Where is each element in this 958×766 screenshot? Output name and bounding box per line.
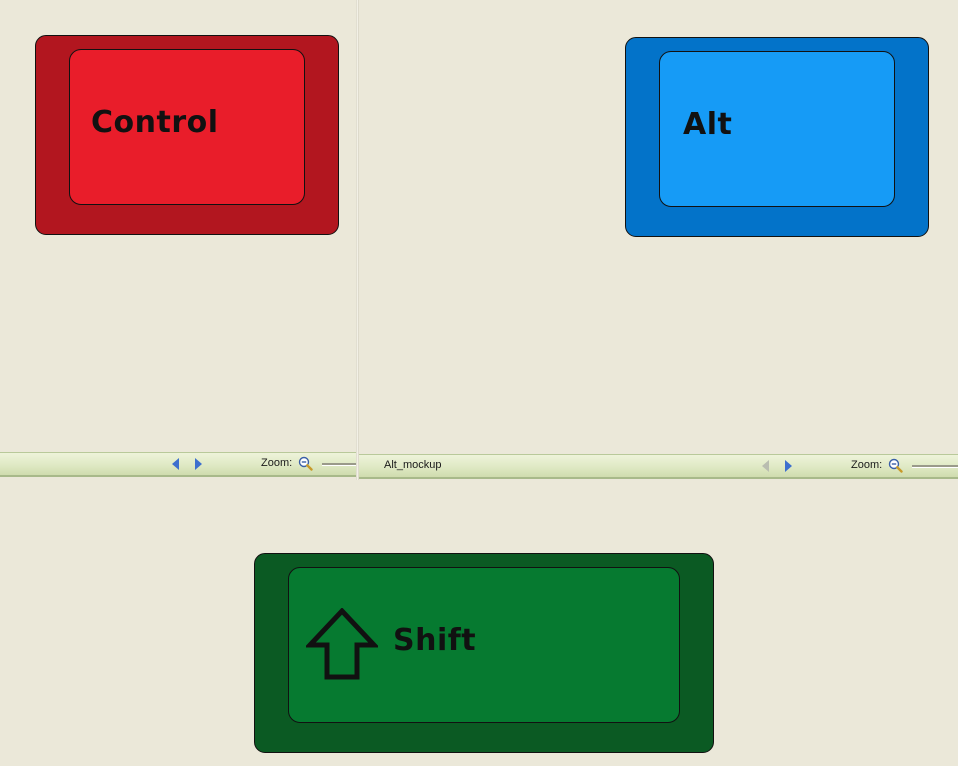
arrow-right-icon[interactable] <box>785 460 792 472</box>
control-key-label: Control <box>91 105 219 140</box>
arrow-right-icon[interactable] <box>195 458 202 470</box>
arrow-left-icon[interactable] <box>172 458 179 470</box>
zoom-slider[interactable] <box>322 463 356 466</box>
shift-key-face: Shift <box>288 567 680 723</box>
right-status-bar: Alt_mockup Zoom: <box>359 454 958 479</box>
document-title: Alt_mockup <box>384 459 442 471</box>
shift-key-label: Shift <box>393 623 477 658</box>
zoom-label: Zoom: <box>851 459 883 471</box>
zoom-slider[interactable] <box>912 465 958 468</box>
shift-key-mockup: Shift <box>254 553 714 753</box>
zoom-out-icon[interactable] <box>298 456 313 471</box>
alt-key-label: Alt <box>683 107 733 142</box>
control-key-mockup: Control <box>35 35 339 235</box>
alt-key-mockup: Alt <box>625 37 929 237</box>
arrow-left-icon[interactable] <box>762 460 769 472</box>
control-key-face: Control <box>69 49 305 205</box>
left-status-bar: Zoom: <box>0 452 356 477</box>
zoom-label: Zoom: <box>261 457 293 469</box>
pane-divider[interactable] <box>356 0 359 480</box>
shift-arrow-icon <box>306 608 378 680</box>
zoom-out-icon[interactable] <box>888 458 903 473</box>
alt-key-face: Alt <box>659 51 895 207</box>
